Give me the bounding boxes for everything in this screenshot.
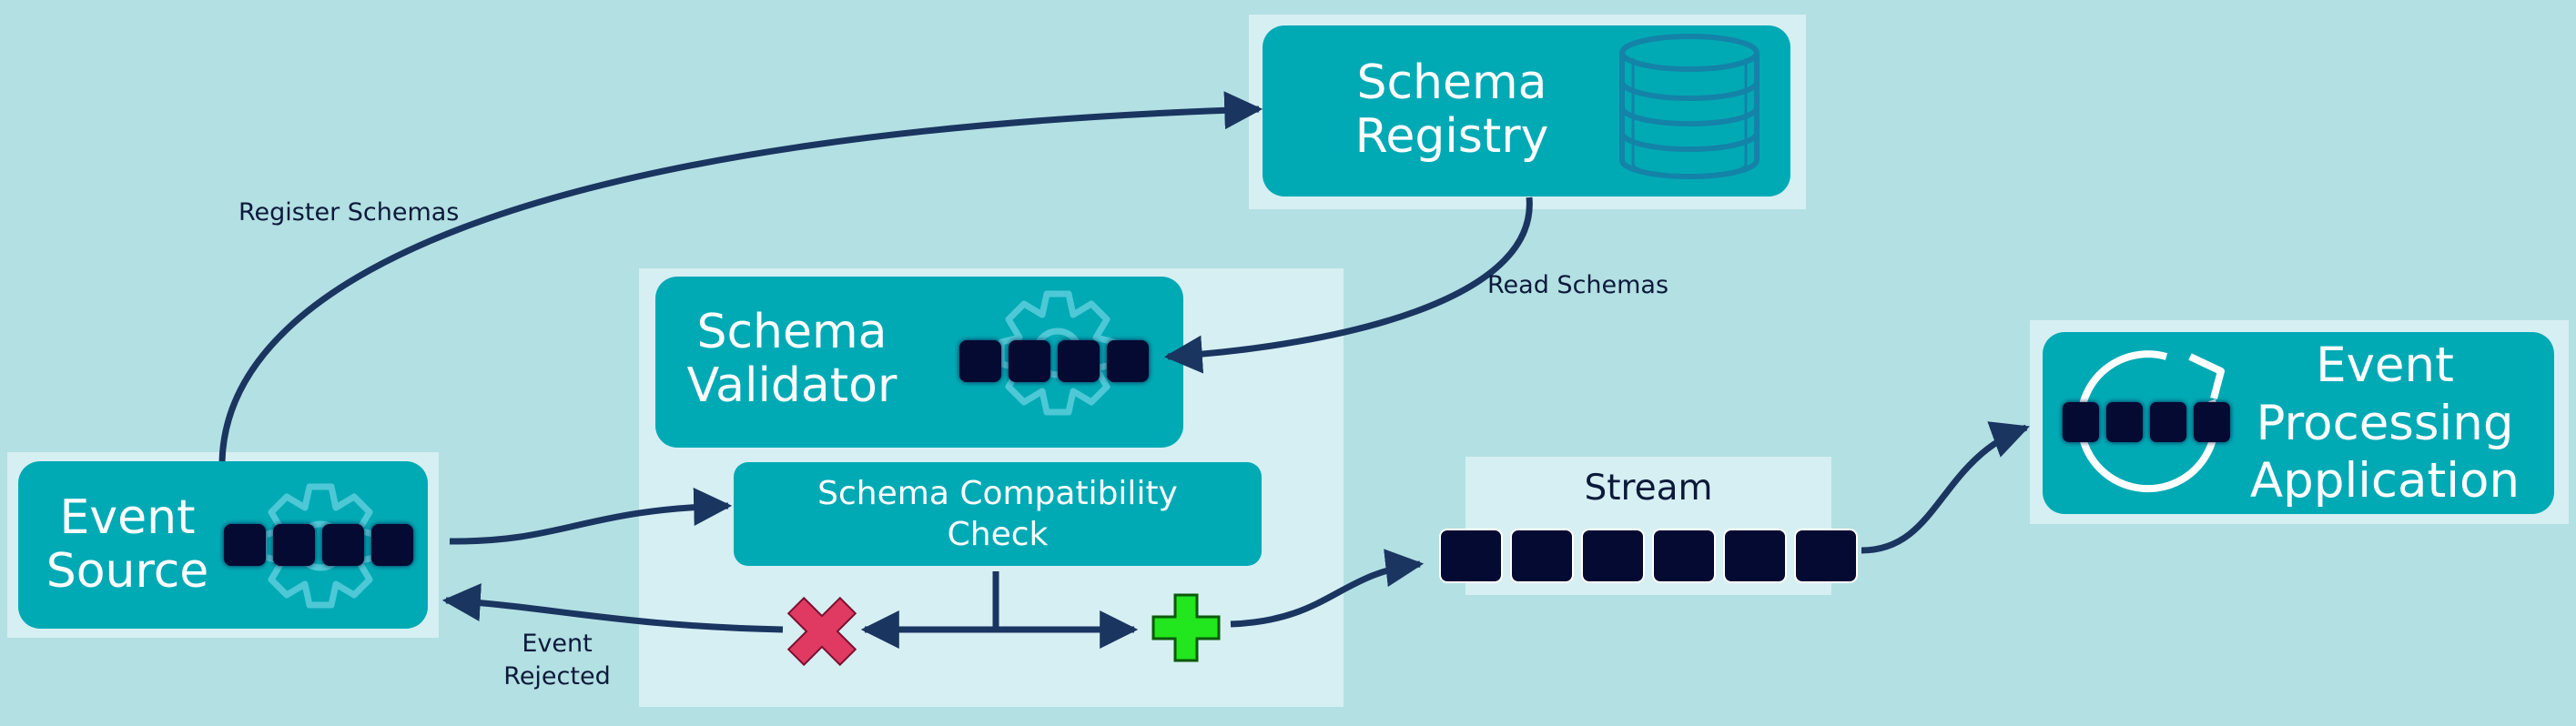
event-rejected-arrow bbox=[441, 583, 784, 633]
stream-title: Stream bbox=[1584, 468, 1713, 509]
read-schemas-label: Read Schemas bbox=[1487, 271, 1669, 299]
register-schemas-arrow bbox=[218, 91, 1263, 462]
reject-cross-icon bbox=[786, 596, 857, 667]
event-queue bbox=[959, 340, 1149, 382]
event-queue bbox=[2063, 402, 2230, 442]
database-icon bbox=[1619, 34, 1760, 179]
accept-to-stream-arrow bbox=[1230, 549, 1425, 628]
schema-registry-title: Schema Registry bbox=[1354, 55, 1549, 164]
stream-event-blocks bbox=[1439, 529, 1858, 583]
schema-validator-title: Schema Validator bbox=[686, 305, 898, 413]
event-source-title: Event Source bbox=[46, 490, 209, 599]
compatibility-check-title: Schema Compatibility Check bbox=[817, 475, 1178, 553]
register-schemas-label: Register Schemas bbox=[238, 198, 460, 227]
event-queue bbox=[224, 524, 413, 566]
refresh-icon bbox=[2076, 350, 2225, 493]
schema-registry-box[interactable] bbox=[1263, 25, 1790, 197]
event-rejected-label: Event Rejected bbox=[503, 630, 611, 691]
accept-plus-icon bbox=[1151, 593, 1221, 662]
stream-to-processing-arrow bbox=[1861, 421, 2030, 554]
compatibility-check-box[interactable] bbox=[734, 462, 1262, 566]
read-schemas-arrow bbox=[1163, 197, 1533, 374]
source-to-check-arrow bbox=[449, 487, 733, 545]
event-processing-title: Event Processing Application bbox=[2249, 338, 2520, 509]
